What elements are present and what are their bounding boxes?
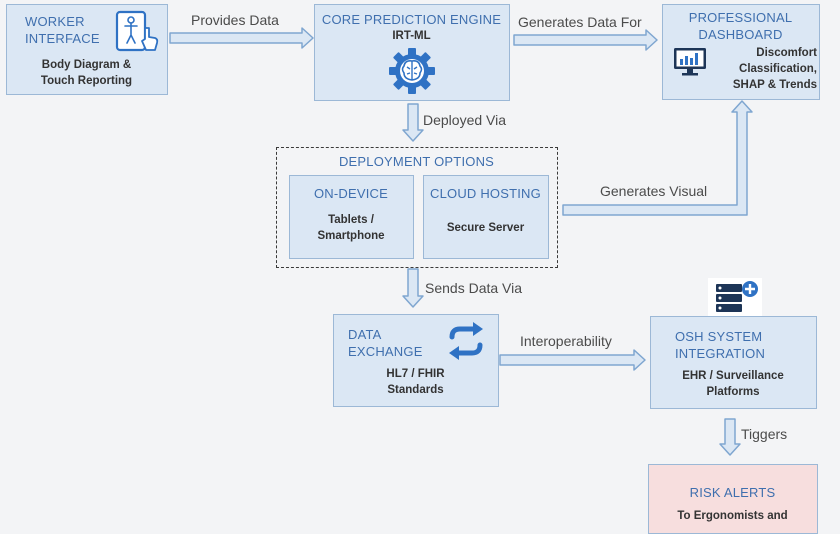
cloud-hosting-title: CLOUD HOSTING — [430, 186, 541, 201]
on-device-sub-line1: Tablets / — [328, 214, 374, 226]
exchange-title-line1: DATA — [348, 327, 382, 342]
on-device-title: ON-DEVICE — [313, 186, 389, 201]
arrow-interoperability — [499, 349, 646, 371]
alerts-title: RISK ALERTS — [689, 485, 776, 500]
core-prediction-engine-node: CORE PREDICTION ENGINE IRT-ML — [314, 4, 510, 101]
arrow-generates-data-for — [513, 29, 658, 51]
worker-sub-line1: Body Diagram & — [41, 59, 132, 71]
edge-label-triggers: Tiggers — [741, 426, 788, 442]
sync-arrows-icon — [449, 322, 483, 360]
exchange-title-line2: EXCHANGE — [348, 344, 423, 359]
worker-title-line2: INTERFACE — [25, 31, 100, 46]
exchange-sub-line1: HL7 / FHIR — [386, 368, 445, 380]
edge-label-provides-data: Provides Data — [191, 12, 279, 28]
dashboard-title-line2: DASHBOARD — [698, 27, 783, 42]
edge-label-interoperability: Interoperability — [520, 333, 612, 349]
worker-sub-line2: Touch Reporting — [40, 75, 133, 87]
professional-dashboard-node: PROFESSIONAL DASHBOARD Discomfort Classi… — [662, 4, 820, 100]
on-device-node: ON-DEVICE Tablets / Smartphone — [289, 175, 414, 259]
edge-label-generates-data-for: Generates Data For — [518, 14, 642, 30]
engine-sub: IRT-ML — [392, 30, 431, 42]
arrow-deployed-via — [402, 103, 424, 142]
dashboard-sub-line3: SHAP & Trends — [732, 79, 817, 91]
worker-interface-node: WORKER INTERFACE Body Diagram & Touch Re… — [6, 4, 168, 95]
osh-title-line2: INTEGRATION — [675, 346, 766, 361]
engine-title: CORE PREDICTION ENGINE — [321, 12, 502, 27]
brain-gear-icon — [389, 48, 435, 94]
edge-label-generates-visual: Generates Visual — [600, 183, 708, 199]
connector-layer — [169, 27, 753, 456]
arrow-sends-data-via — [402, 268, 424, 308]
risk-alerts-node: RISK ALERTS To Ergonomists and — [648, 464, 818, 534]
osh-title-line1: OSH SYSTEM — [675, 329, 763, 344]
data-exchange-node: DATA EXCHANGE HL7 / FHIR Standards — [333, 314, 499, 407]
edge-label-deployed-via: Deployed Via — [423, 112, 507, 128]
deployment-options-group: DEPLOYMENT OPTIONS ON-DEVICE Tablets / S… — [276, 147, 558, 268]
arrow-provides-data — [169, 27, 314, 49]
dashboard-sub-line2: Classification, — [739, 63, 817, 75]
deployment-title: DEPLOYMENT OPTIONS — [338, 154, 495, 169]
cloud-hosting-sub: Secure Server — [446, 222, 525, 234]
tablet-body-touch-icon — [115, 10, 159, 52]
alerts-sub-line1: To Ergonomists and — [677, 510, 788, 522]
osh-system-integration-node: OSH SYSTEM INTEGRATION EHR / Surveillanc… — [650, 316, 817, 409]
arrow-triggers — [719, 418, 741, 456]
on-device-sub-line2: Smartphone — [317, 230, 385, 242]
dashboard-sub-line1: Discomfort — [756, 47, 817, 59]
exchange-sub-line2: Standards — [387, 384, 444, 396]
server-plus-icon — [708, 278, 762, 316]
osh-sub-line2: Platforms — [706, 386, 760, 398]
osh-sub-line1: EHR / Surveillance — [682, 370, 784, 382]
arrow-generates-visual — [562, 100, 753, 216]
worker-title-line1: WORKER — [25, 14, 85, 29]
monitor-chart-icon — [674, 48, 706, 76]
edge-label-sends-data-via: Sends Data Via — [425, 280, 523, 296]
cloud-hosting-node: CLOUD HOSTING Secure Server — [423, 175, 549, 259]
dashboard-title-line1: PROFESSIONAL — [688, 10, 793, 25]
